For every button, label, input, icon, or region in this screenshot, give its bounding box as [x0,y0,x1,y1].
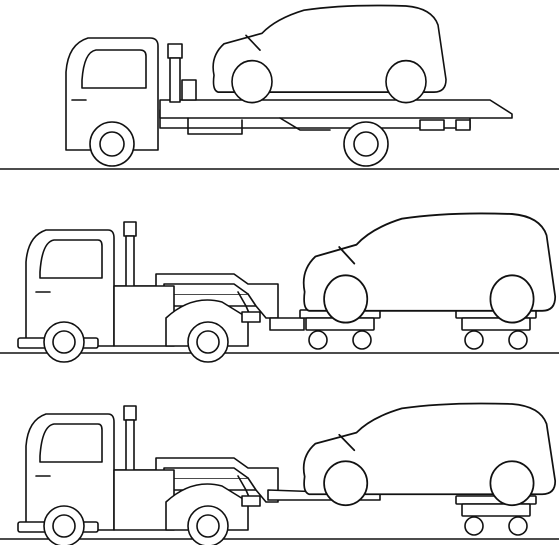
vehicle-on-dollies [304,213,556,322]
panel-flatbed [0,5,559,169]
wrecker-truck [18,222,278,362]
vehicle-on-flatbed [213,5,446,102]
panel-wheel-lift-rear-dolly [0,403,559,545]
vehicle-on-wheel-lift [304,403,556,505]
wrecker-truck [18,406,278,545]
tow-bar [270,318,304,330]
panel-dollies [0,213,559,362]
